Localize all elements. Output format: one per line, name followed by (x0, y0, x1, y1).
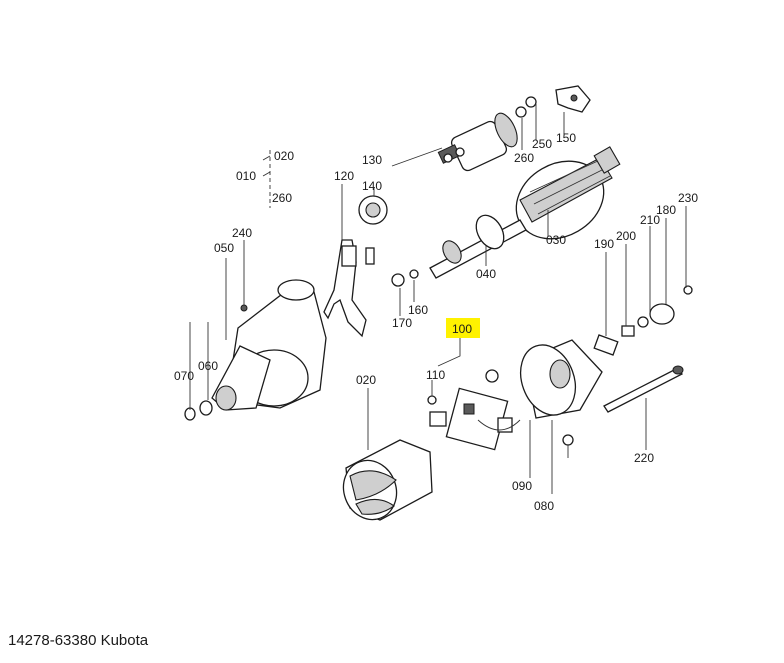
callout-210: 210 (640, 213, 660, 227)
callout-030: 030 (546, 233, 566, 247)
shift-lever (323, 239, 375, 338)
callout-260: 260 (514, 151, 534, 165)
brush-holder (429, 369, 521, 451)
plate-190 (593, 334, 619, 356)
rear-end-cover (519, 339, 603, 419)
through-bolt (603, 365, 684, 413)
callout-220: 220 (634, 451, 654, 465)
callout-130: 130 (362, 153, 382, 167)
callout-090: 090 (512, 479, 532, 493)
bolt-cover (562, 434, 574, 458)
callout-260-top: 260 (272, 191, 292, 205)
callout-100: 100 (452, 322, 472, 336)
highlight-marker (446, 318, 480, 338)
callout-060: 060 (198, 359, 218, 373)
yoke (342, 439, 433, 521)
callout-230: 230 (678, 191, 698, 205)
cap-180 (649, 303, 675, 325)
screw-110 (427, 395, 437, 405)
gear-ring (358, 195, 388, 225)
callout-180: 180 (656, 203, 676, 217)
part-number-caption: 14278-63380 Kubota (8, 632, 149, 649)
callout-040: 040 (476, 267, 496, 281)
callout-150: 150 (556, 131, 576, 145)
spring-200 (621, 325, 635, 337)
callout-020: 020 (356, 373, 376, 387)
callout-170: 170 (392, 316, 412, 330)
screw-230 (683, 285, 693, 295)
callout-140: 140 (362, 179, 382, 193)
washer-small (391, 269, 419, 287)
callout-250: 250 (532, 137, 552, 151)
callout-120: 120 (334, 169, 354, 183)
leader-lines (189, 104, 687, 494)
callout-190: 190 (594, 237, 614, 251)
callout-080: 080 (534, 499, 554, 513)
washer-210 (637, 316, 649, 328)
bracket-plate (555, 85, 591, 113)
callout-labels: 010 020 260 130 140 120 240 050 070 060 … (174, 131, 698, 513)
bolt-240 (240, 304, 248, 312)
callout-240: 240 (232, 226, 252, 240)
armature (429, 146, 621, 279)
callout-020-top: 020 (274, 149, 294, 163)
solenoid-switch (437, 112, 518, 172)
terminal-nut (515, 96, 537, 118)
callout-010: 010 (236, 169, 256, 183)
callout-160: 160 (408, 303, 428, 317)
callout-110: 110 (426, 368, 445, 382)
drive-housing (184, 279, 327, 421)
callout-050: 050 (214, 241, 234, 255)
callout-200: 200 (616, 229, 636, 243)
callout-070: 070 (174, 369, 194, 383)
